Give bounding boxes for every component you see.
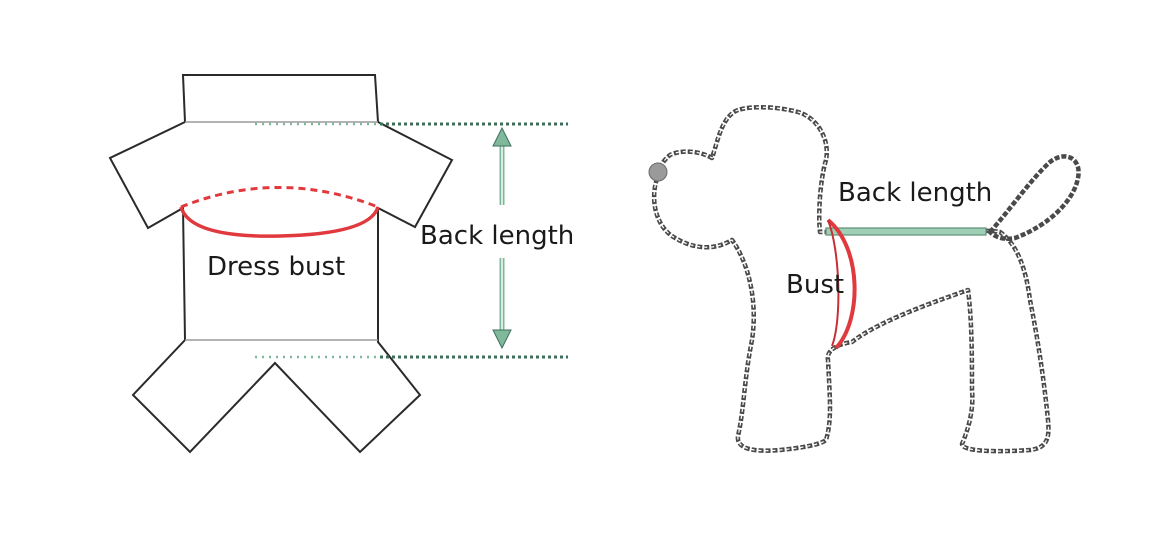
garment-back-length-label: Back length [420, 221, 574, 251]
dog-tail [986, 154, 1081, 241]
dog-bust-marker-back [827, 219, 840, 347]
back-length-arrow [492, 126, 512, 350]
dog-outline [651, 105, 1051, 454]
dog-bust-marker [826, 218, 857, 350]
dog-nose [648, 162, 668, 182]
dog-back-length-label: Back length [838, 178, 992, 208]
dog-bust-label: Bust [786, 270, 844, 300]
dress-bust-label: Dress bust [207, 252, 345, 282]
garment-outline [108, 121, 454, 454]
dress-bust-back-dashed [180, 186, 379, 209]
garment-collar [181, 74, 379, 123]
dress-garment: Dress bust Back length [108, 74, 574, 454]
dog-figure: Back length Bust [648, 105, 1081, 454]
dog-back-length-bar [825, 227, 987, 236]
dress-bust-front [179, 206, 380, 238]
